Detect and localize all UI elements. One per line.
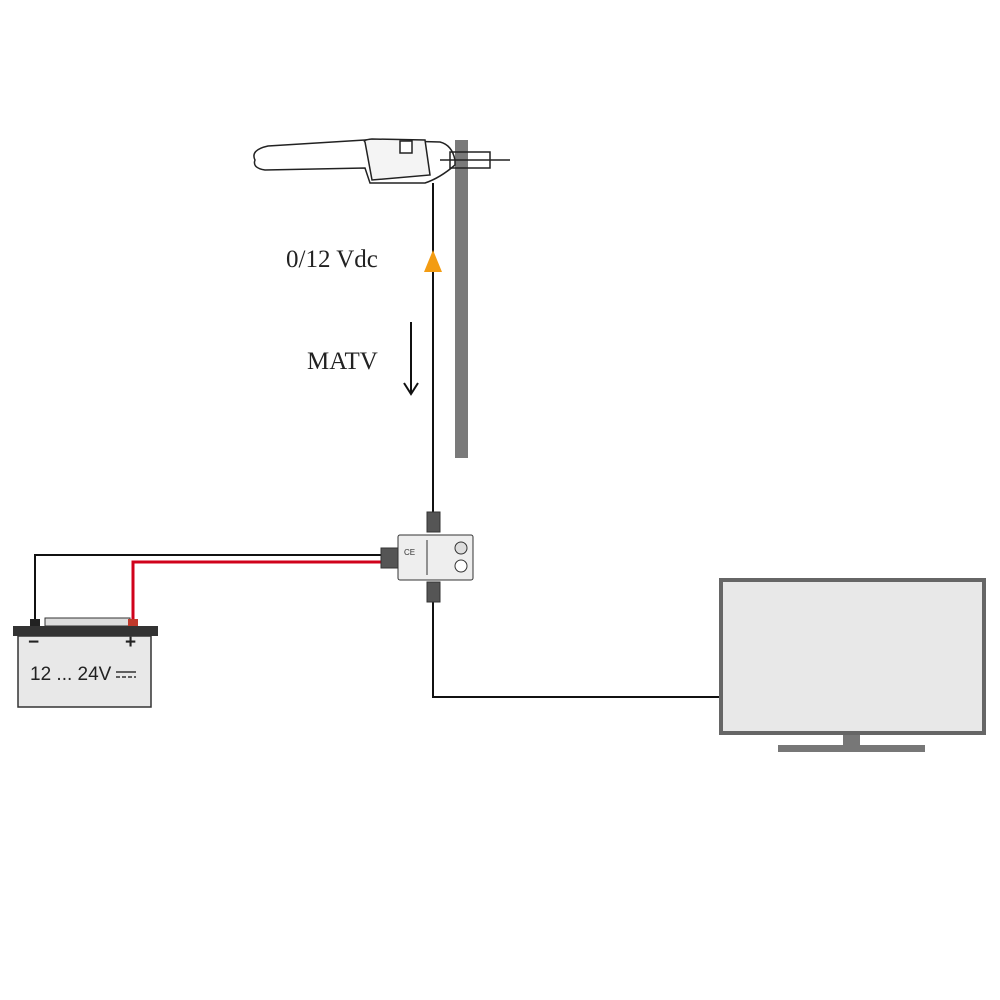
signal-arrow — [403, 322, 419, 396]
battery-plus-label: + — [125, 632, 137, 653]
mast — [455, 140, 468, 458]
svg-text:CE: CE — [404, 548, 415, 557]
battery — [13, 617, 158, 708]
voltage-label: 0/12 Vdc — [286, 246, 378, 273]
positive-wire — [131, 560, 382, 620]
battery-voltage-label: 12 ... 24V — [30, 664, 112, 685]
power-arrow — [424, 250, 442, 272]
signal-label: MATV — [307, 348, 378, 375]
negative-wire — [34, 554, 382, 620]
power-injector: CE — [380, 511, 474, 603]
coax-cable-tv — [432, 600, 722, 698]
television — [719, 578, 986, 752]
antenna — [253, 138, 510, 184]
battery-minus-label: − — [28, 632, 40, 653]
